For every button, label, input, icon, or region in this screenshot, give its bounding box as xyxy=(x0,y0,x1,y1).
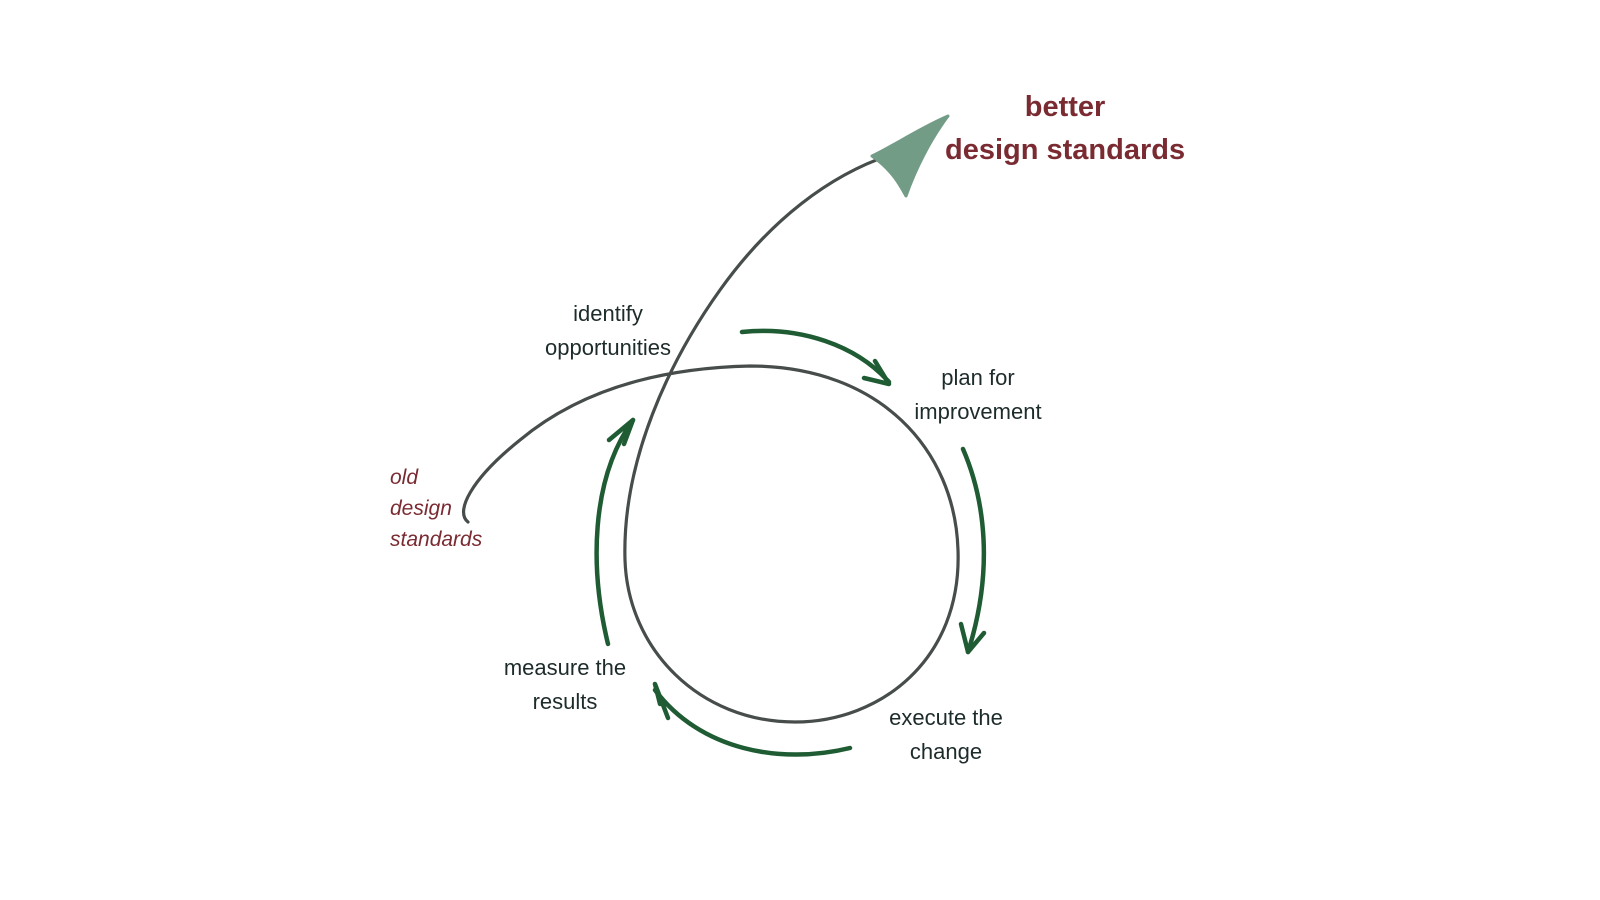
step-label-measure-the-results: measure the results xyxy=(490,651,640,719)
step-label-identify-opportunities: identify opportunities xyxy=(533,297,683,365)
cycle-arrow-measure-to-identify xyxy=(594,417,636,647)
step-label-line1: plan for xyxy=(941,365,1015,390)
cycle-arrow-execute-to-measure xyxy=(652,681,853,757)
goal-arrowhead-icon xyxy=(870,114,950,198)
origin-label-old-design-standards: old design standards xyxy=(390,462,482,555)
step-label-plan-for-improvement: plan for improvement xyxy=(903,361,1053,429)
step-label-line1: identify xyxy=(573,301,643,326)
step-label-line1: measure the xyxy=(503,655,627,680)
origin-label-line2: design xyxy=(390,497,452,520)
step-label-line2: improvement xyxy=(914,399,1042,424)
cycle-arrow-identify-to-plan xyxy=(739,328,892,387)
step-label-line2: change xyxy=(909,739,983,764)
cycle-arrow-plan-to-execute xyxy=(958,446,987,655)
origin-label-line1: old xyxy=(390,466,419,489)
step-label-line2: results xyxy=(532,689,598,714)
step-label-line1: execute the xyxy=(889,705,1003,730)
goal-label-line1: better xyxy=(1024,91,1106,123)
goal-label-line2: design standards xyxy=(945,134,1186,166)
goal-label-better-design-standards: better design standards xyxy=(945,86,1185,172)
step-label-execute-the-change: execute the change xyxy=(871,701,1021,769)
improvement-spiral-path xyxy=(462,153,960,724)
step-label-line2: opportunities xyxy=(545,335,671,360)
origin-label-line3: standards xyxy=(390,528,483,551)
